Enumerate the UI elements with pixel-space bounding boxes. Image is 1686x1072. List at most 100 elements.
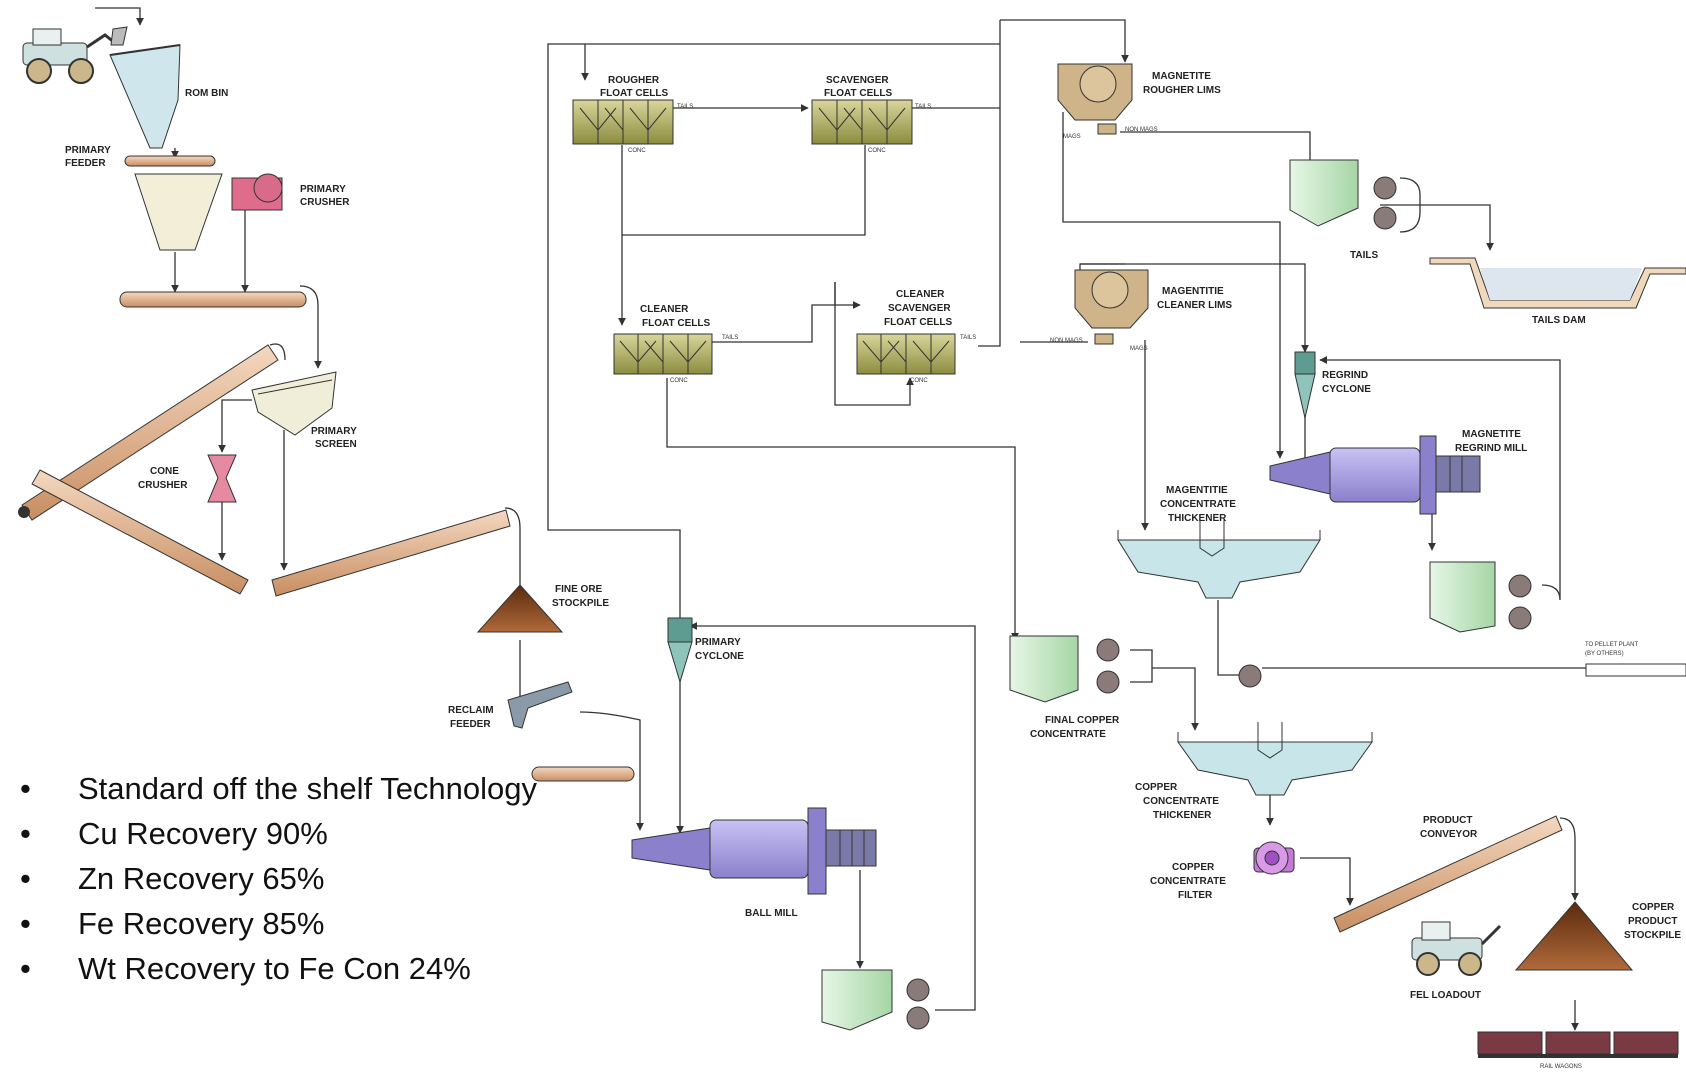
tails-sump: TAILS [1290, 160, 1396, 261]
magentitie-concentrate-thickener-icon: MAGENTITIE CONCENTRATE THICKENER [1118, 485, 1320, 598]
cu-stockpile-label-3: STOCKPILE [1624, 930, 1681, 941]
mag-thickener-label-1: MAGENTITIE [1166, 485, 1228, 496]
primary-cyclone-label-1: PRIMARY [695, 637, 741, 648]
primary-screen-label-2: SCREEN [315, 439, 357, 450]
ball-mill-label: BALL MILL [745, 908, 798, 919]
cone-crusher-label-1: CONE [150, 466, 179, 477]
summary-bullet-list: Standard off the shelf Technology Cu Rec… [20, 766, 540, 991]
magnetite-regrind-label-2: REGRIND MILL [1455, 443, 1527, 454]
cleaner-conc-tag: CONC [670, 378, 688, 384]
rougher-lims-mags-tag: MAGS [1063, 134, 1081, 140]
copper-product-stockpile-icon: COPPER PRODUCT STOCKPILE [1516, 902, 1681, 970]
cleaner-scavenger-label-2: SCAVENGER [888, 303, 951, 314]
cone-crusher-icon: CONE CRUSHER [138, 455, 236, 502]
rail-wagons-icon: RAIL WAGONS [1478, 1032, 1678, 1070]
copper-concentrate-thickener-icon: COPPER CONCENTRATE THICKENER [1135, 722, 1372, 821]
mill-feed-conveyor [532, 767, 634, 781]
fine-ore-stockpile-label-1: FINE ORE [555, 584, 603, 595]
magnetite-regrind-label-1: MAGNETITE [1462, 429, 1521, 440]
scavenger-label-1: SCAVENGER [826, 75, 889, 86]
bullet-cu-recovery: Cu Recovery 90% [20, 811, 540, 856]
rom-bin-label: ROM BIN [185, 88, 228, 99]
magentitie-cleaner-lims-icon: MAGENTITIE CLEANER LIMS NON MAGS MAGS [1050, 270, 1232, 352]
product-conveyor-label-2: CONVEYOR [1420, 829, 1478, 840]
rougher-float-cells: ROUGHER FLOAT CELLS TAILS CONC [573, 75, 693, 154]
cu-filter-label-2: CONCENTRATE [1150, 876, 1226, 887]
cu-stockpile-label-1: COPPER [1632, 902, 1675, 913]
cleaner-label-1: CLEANER [640, 304, 689, 315]
primary-crusher-hopper [135, 174, 222, 250]
magnetite-regrind-mill-icon: MAGNETITE REGRIND MILL [1270, 429, 1527, 514]
tails-dam-label: TAILS DAM [1532, 315, 1586, 326]
magnetite-rougher-label-1: MAGNETITE [1152, 71, 1211, 82]
reclaim-feeder-icon: RECLAIM FEEDER [448, 682, 572, 730]
primary-screen-label-1: PRIMARY [311, 426, 357, 437]
final-copper-label-1: FINAL COPPER [1045, 715, 1120, 726]
cleaner-scavenger-label-3: FLOAT CELLS [884, 317, 952, 328]
tails-label: TAILS [1350, 250, 1378, 261]
cone-crusher-label-2: CRUSHER [138, 480, 188, 491]
primary-cyclone-label-2: CYCLONE [695, 651, 744, 662]
ball-mill-discharge-sump [822, 970, 892, 1030]
magnetite-rougher-lims-icon: MAGNETITE ROUGHER LIMS MAGS NON MAGS [1058, 64, 1221, 140]
copper-concentrate-filter-icon: COPPER CONCENTRATE FILTER [1150, 842, 1294, 901]
magnetite-rougher-label-2: ROUGHER LIMS [1143, 85, 1221, 96]
reclaim-feeder-label-1: RECLAIM [448, 705, 494, 716]
bullet-wt-recovery: Wt Recovery to Fe Con 24% [20, 946, 540, 991]
product-conveyor: PRODUCT CONVEYOR [1334, 815, 1562, 932]
stockpile-feed-conveyor [272, 510, 510, 596]
scavenger-float-cells: SCAVENGER FLOAT CELLS TAILS CONC [812, 75, 931, 154]
final-copper-label-2: CONCENTRATE [1030, 729, 1106, 740]
cu-thickener-label-1: COPPER [1135, 782, 1178, 793]
regrind-cyclone-label-1: REGRIND [1322, 370, 1368, 381]
pellet-plant-pump-icon: TO PELLET PLANT (BY OTHERS) [1239, 642, 1686, 687]
rougher-lims-non-mags-tag: NON MAGS [1125, 127, 1158, 133]
scavenger-conc-tag: CONC [868, 148, 886, 154]
pellet-plant-label-2: (BY OTHERS) [1585, 651, 1624, 657]
primary-cyclone-icon: PRIMARY CYCLONE [668, 618, 744, 682]
crusher-discharge-conveyor [120, 292, 306, 307]
cleaner-lims-mags-tag: MAGS [1130, 346, 1148, 352]
cleaner-tails-tag: TAILS [722, 335, 738, 341]
cu-thickener-label-2: CONCENTRATE [1143, 796, 1219, 807]
mag-thickener-label-2: CONCENTRATE [1160, 499, 1236, 510]
scavenger-tails-tag: TAILS [915, 104, 931, 110]
rougher-label-1: ROUGHER [608, 75, 660, 86]
cleaner-label-2: FLOAT CELLS [642, 318, 710, 329]
cleaner-lims-non-mags-tag: NON MAGS [1050, 338, 1083, 344]
rail-wagons-label: RAIL WAGONS [1540, 1064, 1582, 1070]
cu-stockpile-label-2: PRODUCT [1628, 916, 1677, 927]
cyclone-feed-pumps-icon [907, 979, 929, 1029]
mag-thickener-label-3: THICKENER [1168, 513, 1227, 524]
primary-crusher-icon: PRIMARY CRUSHER [232, 174, 350, 210]
cleaner-scavenger-float-cells: CLEANER SCAVENGER FLOAT CELLS TAILS CONC [857, 289, 976, 384]
cu-filter-label-3: FILTER [1178, 890, 1213, 901]
primary-crusher-label-2: CRUSHER [300, 197, 350, 208]
cleaner-scavenger-tails-tag: TAILS [960, 335, 976, 341]
scavenger-label-2: FLOAT CELLS [824, 88, 892, 99]
bullet-technology: Standard off the shelf Technology [20, 766, 540, 811]
cu-thickener-label-3: THICKENER [1153, 810, 1212, 821]
tails-dam: TAILS DAM [1430, 258, 1686, 326]
bullet-fe-recovery: Fe Recovery 85% [20, 901, 540, 946]
pellet-plant-label-1: TO PELLET PLANT [1585, 642, 1638, 648]
cleaner-scavenger-label-1: CLEANER [896, 289, 945, 300]
magentitie-cleaner-label-2: CLEANER LIMS [1157, 300, 1232, 311]
fine-ore-stockpile-icon: FINE ORE STOCKPILE [478, 584, 609, 632]
final-copper-concentrate-sump: FINAL COPPER CONCENTRATE [1010, 636, 1120, 740]
cleaner-float-cells: CLEANER FLOAT CELLS TAILS CONC [614, 304, 738, 384]
rom-bin: ROM BIN [110, 45, 228, 148]
bullet-zn-recovery: Zn Recovery 65% [20, 856, 540, 901]
ball-mill-icon: BALL MILL [632, 808, 876, 919]
primary-feeder-label-1: PRIMARY [65, 145, 111, 156]
cu-filter-label-1: COPPER [1172, 862, 1215, 873]
rougher-conc-tag: CONC [628, 148, 646, 154]
primary-feeder: PRIMARY FEEDER [65, 145, 215, 169]
fine-ore-stockpile-label-2: STOCKPILE [552, 598, 609, 609]
rougher-label-2: FLOAT CELLS [600, 88, 668, 99]
cleaner-scavenger-conc-tag: CONC [910, 378, 928, 384]
rougher-tails-tag: TAILS [677, 104, 693, 110]
regrind-cyclone-label-2: CYCLONE [1322, 384, 1371, 395]
product-conveyor-label-1: PRODUCT [1423, 815, 1472, 826]
magentitie-cleaner-label-1: MAGENTITIE [1162, 286, 1224, 297]
